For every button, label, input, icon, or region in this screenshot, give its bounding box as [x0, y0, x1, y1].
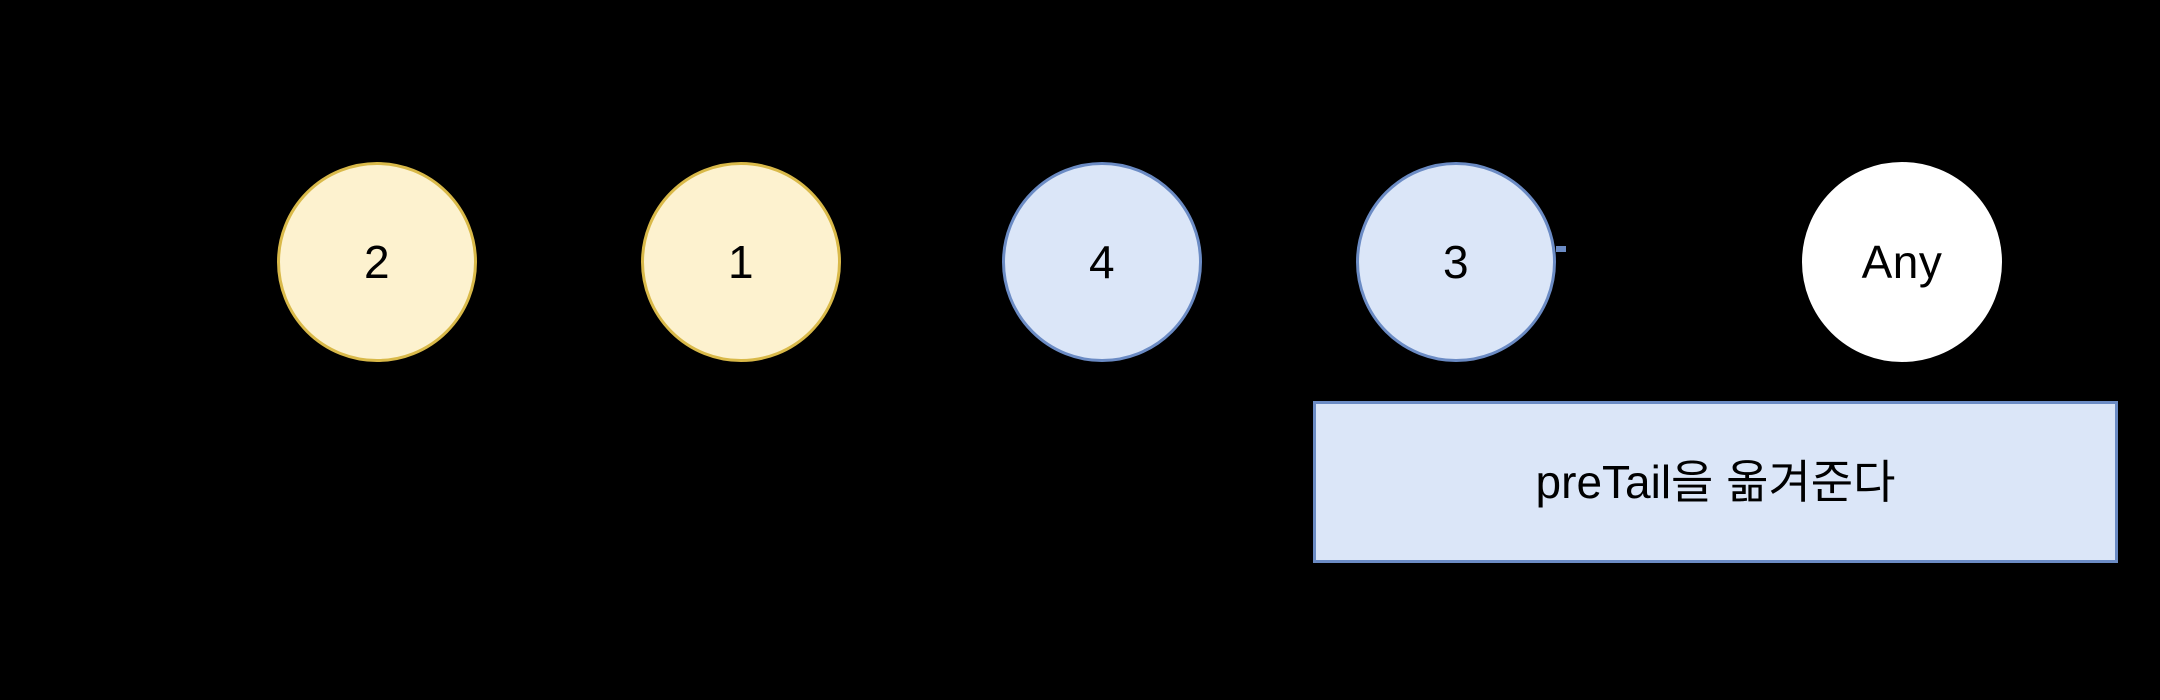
- node-any[interactable]: Any: [1802, 162, 2002, 362]
- note-pretail-text: preTail을 옮겨준다: [1535, 456, 1896, 508]
- edge-stub-node-3: [1556, 246, 1566, 252]
- node-3-label: 3: [1442, 236, 1470, 288]
- node-4-label: 4: [1088, 236, 1116, 288]
- node-4[interactable]: 4: [1002, 162, 1202, 362]
- node-2-label: 2: [363, 236, 391, 288]
- node-1[interactable]: 1: [641, 162, 841, 362]
- node-any-label: Any: [1861, 236, 1943, 288]
- note-pretail[interactable]: preTail을 옮겨준다: [1313, 401, 2118, 563]
- node-1-label: 1: [727, 236, 755, 288]
- node-3[interactable]: 3: [1356, 162, 1556, 362]
- node-2[interactable]: 2: [277, 162, 477, 362]
